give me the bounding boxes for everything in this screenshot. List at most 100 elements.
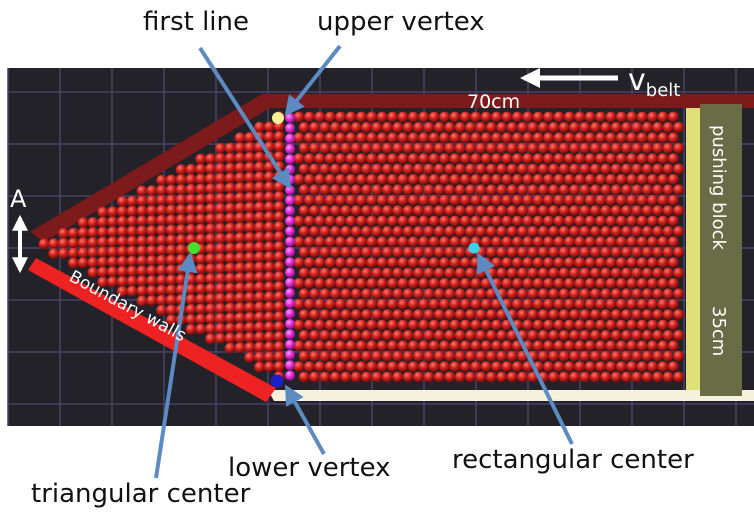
- particle: [621, 330, 632, 341]
- particle: [87, 237, 99, 248]
- particle: [185, 194, 197, 205]
- particle: [371, 142, 383, 154]
- particle: [413, 371, 424, 383]
- particle: [234, 322, 246, 334]
- particle: [579, 163, 591, 175]
- particle: [662, 142, 674, 154]
- particle: [491, 319, 502, 331]
- particle: [97, 256, 109, 268]
- particle: [444, 330, 456, 341]
- particle: [356, 215, 367, 227]
- particle: [350, 309, 362, 320]
- particle: [330, 122, 341, 133]
- particle: [616, 278, 627, 289]
- particle: [439, 340, 450, 352]
- particle: [166, 304, 177, 316]
- particle: [460, 215, 471, 227]
- particle: [527, 309, 539, 320]
- particle: [444, 246, 456, 258]
- particle: [668, 298, 679, 310]
- particle: [175, 194, 187, 206]
- particle: [512, 153, 523, 165]
- particle: [532, 132, 544, 144]
- particle: [392, 184, 404, 196]
- particle: [548, 267, 560, 279]
- particle: [293, 236, 305, 248]
- particle: [376, 298, 388, 310]
- particle: [175, 224, 187, 236]
- particle: [304, 132, 315, 144]
- first-line-particle: [285, 246, 295, 257]
- particle: [97, 276, 109, 288]
- particle: [590, 246, 601, 258]
- particle: [616, 298, 627, 310]
- particle: [470, 340, 482, 352]
- particle: [156, 294, 168, 306]
- particle: [647, 132, 658, 144]
- particle: [371, 122, 383, 133]
- particle: [350, 142, 362, 154]
- particle: [496, 350, 508, 362]
- particle: [205, 323, 217, 335]
- particle: [465, 142, 476, 154]
- particle: [371, 288, 383, 300]
- particle: [335, 298, 346, 310]
- particle: [564, 111, 575, 123]
- particle: [185, 324, 197, 335]
- particle: [569, 122, 580, 133]
- particle: [293, 194, 305, 206]
- particle: [626, 236, 638, 248]
- particle: [146, 185, 158, 197]
- particle: [501, 257, 513, 268]
- particle: [605, 194, 617, 206]
- particle: [475, 122, 487, 133]
- particle: [491, 194, 502, 206]
- particle: [264, 221, 275, 233]
- particle: [413, 288, 424, 300]
- particle: [590, 267, 601, 279]
- first-line-particle: [285, 288, 295, 299]
- particle: [522, 236, 534, 248]
- particle: [340, 267, 352, 279]
- velocity-v: v: [628, 63, 646, 98]
- particle: [454, 142, 466, 154]
- particle: [548, 288, 560, 300]
- particle: [569, 267, 580, 279]
- particle: [543, 111, 554, 123]
- particle: [574, 298, 586, 310]
- particle: [234, 222, 246, 234]
- particle: [345, 298, 357, 310]
- particle: [460, 340, 471, 352]
- particle: [273, 181, 285, 193]
- particle: [616, 194, 627, 206]
- particle: [330, 226, 341, 237]
- particle: [642, 330, 653, 341]
- particle: [496, 226, 508, 237]
- particle: [475, 309, 487, 320]
- particle: [538, 122, 549, 133]
- particle: [234, 242, 246, 254]
- particle: [553, 257, 565, 268]
- particle: [273, 211, 285, 223]
- particle: [647, 174, 658, 185]
- particle: [621, 246, 632, 258]
- particle: [527, 267, 539, 279]
- particle: [610, 205, 622, 217]
- particle: [616, 174, 627, 185]
- particle: [224, 252, 236, 264]
- particle: [397, 361, 409, 372]
- particle: [600, 122, 612, 133]
- particle: [319, 267, 331, 279]
- particle: [304, 257, 315, 268]
- particle: [273, 261, 285, 272]
- particle: [470, 298, 482, 310]
- particle: [657, 132, 669, 144]
- particle: [449, 278, 461, 289]
- particle: [215, 313, 226, 324]
- particle: [642, 288, 653, 300]
- particle: [350, 226, 362, 237]
- particle: [564, 278, 575, 289]
- particle: [397, 340, 409, 352]
- particle: [501, 278, 513, 289]
- particle: [574, 236, 586, 248]
